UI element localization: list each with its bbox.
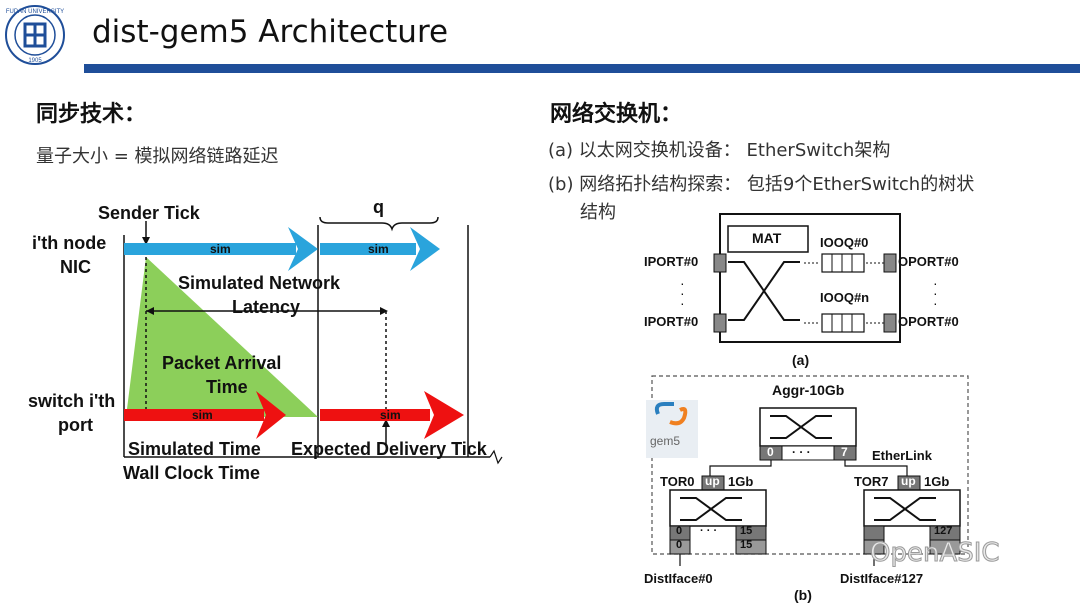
tor0-label: TOR0 [660,474,695,489]
etherswitch-figure-a: · · · · · · MAT IOOQ#0 IOOQ#n IPORT#0 IP… [640,210,980,370]
sim-network-line2: Latency [232,297,301,317]
tor0-port-0: 0 [676,525,683,537]
mat-label: MAT [752,230,782,246]
switch-label-line1: switch i'th [28,391,116,411]
tor0-1gb-label: 1Gb [728,474,754,489]
quantum-q-label: q [373,197,384,217]
iooq0-label: IOOQ#0 [820,235,869,250]
node-label-line1: i'th node [32,233,107,253]
university-logo: FUDAN UNIVERSITY 1905 [4,4,66,66]
tor7-label: TOR7 [854,474,889,489]
svg-text:·: · [680,295,685,311]
tree-topology-figure-b: gem5 Aggr-10Gb 0 · · · 7 EtherLink TOR0 … [640,370,980,606]
packet-arrival-line1: Packet Arrival [162,353,282,373]
figure-b-caption: (b) [794,587,812,603]
tor0-port-dots: · · · [700,525,718,537]
quantum-size-text: 量子大小 = 模拟网络链路延迟 [36,146,279,167]
etherlink-label: EtherLink [872,448,932,463]
node-label-line2: NIC [60,257,91,277]
svg-text:·: · [933,275,938,291]
svg-text:·: · [680,285,685,301]
wall-clock-label: Wall Clock Time [123,463,261,483]
tor0-port-0b: 0 [676,539,683,551]
svg-text:·: · [933,295,938,311]
switch-label-line2: port [58,415,93,435]
sync-diagram: sim sim sim sim Sender Tick q i'th node … [20,195,520,490]
tor0-port-15b: 15 [740,539,753,551]
logo-text: FUDAN UNIVERSITY [6,9,64,15]
distiface0-label: DistIface#0 [644,571,713,586]
sim-label-3: sim [192,408,213,422]
switch-heading: 网络交换机： [550,102,683,127]
item-b-text-line2: 结构 [580,202,616,223]
logo-year: 1905 [28,58,42,64]
figure-a-caption: (a) [792,352,810,368]
sender-tick-label: Sender Tick [98,203,200,223]
sync-heading: 同步技术： [36,102,147,127]
sim-label-2: sim [368,242,389,256]
tor0-up-label: up [705,474,720,488]
sim-label-4: sim [380,408,401,422]
packet-arrival-line2: Time [206,377,248,397]
oport-top-label: OPORT#0 [898,254,959,269]
iport-bottom-label: IPORT#0 [644,314,699,329]
tor7-up-label: up [901,474,916,488]
sim-label-1: sim [210,242,231,256]
sim-network-line1: Simulated Network [178,273,341,293]
aggr-port-0: 0 [767,445,774,459]
iport-top-label: IPORT#0 [644,254,699,269]
page-title: dist-gem5 Architecture [92,14,449,50]
gem5-logo: gem5 [650,434,681,448]
item-b-text-line1: (b) 网络拓扑结构探索： 包括9个EtherSwitch的树状 [548,174,975,195]
svg-text:·: · [933,285,938,301]
aggr-label: Aggr-10Gb [772,382,845,398]
tor7-1gb-label: 1Gb [924,474,950,489]
aggr-port-dots: · · · [792,445,811,459]
svg-text:·: · [680,275,685,291]
simulated-time-label: Simulated Time [128,439,261,459]
tor0-port-15: 15 [740,525,753,537]
aggr-port-7: 7 [841,445,848,459]
expected-delivery-label: Expected Delivery Tick [291,439,487,459]
tor7-port-127: 127 [934,525,953,537]
title-underline-bar [84,64,1080,73]
oport-bottom-label: OPORT#0 [898,314,959,329]
item-a-text: (a) 以太网交换机设备： EtherSwitch架构 [548,140,891,161]
iooqn-label: IOOQ#n [820,290,870,305]
watermark: OpenASIC [870,538,1001,569]
distiface127-label: DistIface#127 [840,571,924,586]
